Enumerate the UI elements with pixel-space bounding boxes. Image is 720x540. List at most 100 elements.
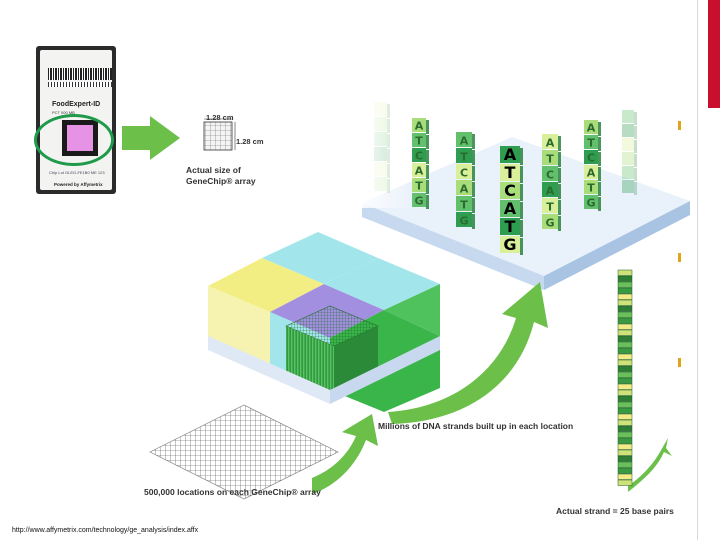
strand-segment [617, 347, 633, 354]
base-tile-side [598, 122, 601, 136]
base-tile [412, 118, 426, 132]
base-tile-side [426, 165, 429, 179]
strand-segment [617, 407, 633, 414]
base-tile [500, 200, 520, 217]
base-tile-side [558, 136, 561, 151]
base-tile-side [598, 167, 601, 181]
base-tile [412, 163, 426, 177]
strand-segment [617, 473, 633, 480]
base-letter: C [504, 181, 516, 200]
base-tile-side [634, 182, 637, 195]
base-tile-side [558, 184, 561, 199]
strand-segment [617, 395, 633, 402]
base-tile-side [472, 198, 475, 213]
highlight-circle [34, 114, 114, 166]
strand-segment [617, 329, 633, 336]
base-tile-side [634, 126, 637, 139]
base-tile [622, 180, 634, 193]
base-tile [542, 166, 558, 181]
chip-brand: FoodExpert-ID [52, 101, 101, 108]
divider [697, 0, 698, 540]
strand-segment [617, 383, 633, 390]
bullet [678, 121, 681, 130]
base-tile-side [426, 150, 429, 164]
bullet [678, 358, 681, 367]
strand-segment [617, 437, 633, 444]
strand-segment [617, 431, 633, 438]
base-tile [542, 150, 558, 165]
strand-segment [617, 365, 633, 372]
strand-segment [617, 401, 633, 408]
base-tile [412, 193, 426, 207]
strand-segment [617, 449, 633, 456]
actual-size-label: Actual size of GeneChip® array [186, 165, 256, 186]
strand-platform [362, 137, 690, 290]
base-tile [584, 150, 598, 164]
base-letter: A [587, 122, 596, 135]
base-letter: C [587, 152, 595, 165]
strand-segment [617, 455, 633, 462]
strand-label: Actual strand = 25 base pairs [556, 506, 674, 516]
base-letter: G [503, 235, 516, 254]
base-tile [584, 165, 598, 179]
base-letter: A [546, 184, 555, 197]
base-letter: T [415, 135, 423, 148]
base-tile-side [634, 112, 637, 125]
base-tile-side [426, 135, 429, 149]
accent-bar [708, 0, 720, 108]
strand-segment [617, 461, 633, 468]
base-tile [500, 218, 520, 235]
base-letter: A [504, 145, 517, 164]
base-tile [500, 146, 520, 163]
base-tile-side [598, 137, 601, 151]
strand-segment [617, 293, 633, 300]
chip-powered-by: Powered by Affymetrix [54, 182, 103, 187]
strand-segment [617, 269, 633, 276]
base-letter: T [546, 152, 554, 165]
base-letter: C [460, 166, 468, 179]
base-tile [622, 138, 634, 151]
source-url[interactable]: http://www.affymetrix.com/technology/ge_… [12, 527, 199, 534]
strand-segment [617, 443, 633, 450]
base-letter: T [415, 180, 423, 193]
base-letter: T [505, 163, 516, 182]
base-letter: T [460, 150, 468, 163]
strand-segment [617, 299, 633, 306]
base-tile [584, 195, 598, 209]
base-tile-side [426, 195, 429, 209]
curved-arrow [628, 438, 672, 492]
base-tile-side [520, 220, 523, 237]
strand-segment [617, 281, 633, 288]
base-tile-side [634, 140, 637, 153]
base-letter: T [460, 198, 468, 211]
base-tile [542, 182, 558, 197]
base-tile-side [520, 148, 523, 165]
width-dimension: 1.28 cm [206, 113, 234, 122]
strand-segment [617, 305, 633, 312]
base-tile [622, 110, 634, 123]
base-tile-side [520, 184, 523, 201]
base-tile-side [634, 168, 637, 181]
strand-segment [617, 353, 633, 360]
base-letter: A [460, 134, 469, 147]
strands-label: Millions of DNA strands built up in each… [378, 421, 574, 431]
base-tile [456, 148, 472, 163]
actual-size-grid [203, 118, 236, 151]
base-tile [456, 164, 472, 179]
base-tile-side [558, 200, 561, 215]
base-letter: T [587, 182, 595, 195]
strand-segment [617, 419, 633, 426]
base-tile [622, 166, 634, 179]
strand-segment [617, 335, 633, 342]
pointer-arrow [122, 116, 180, 160]
base-tile-side [598, 182, 601, 196]
base-tile-side [520, 238, 523, 255]
grid-block [208, 232, 440, 412]
strand-segment [617, 287, 633, 294]
base-tile [500, 164, 520, 181]
strand-segment [617, 359, 633, 366]
base-tile-side [598, 152, 601, 166]
strand-segment [617, 275, 633, 282]
strand-segment [617, 323, 633, 330]
